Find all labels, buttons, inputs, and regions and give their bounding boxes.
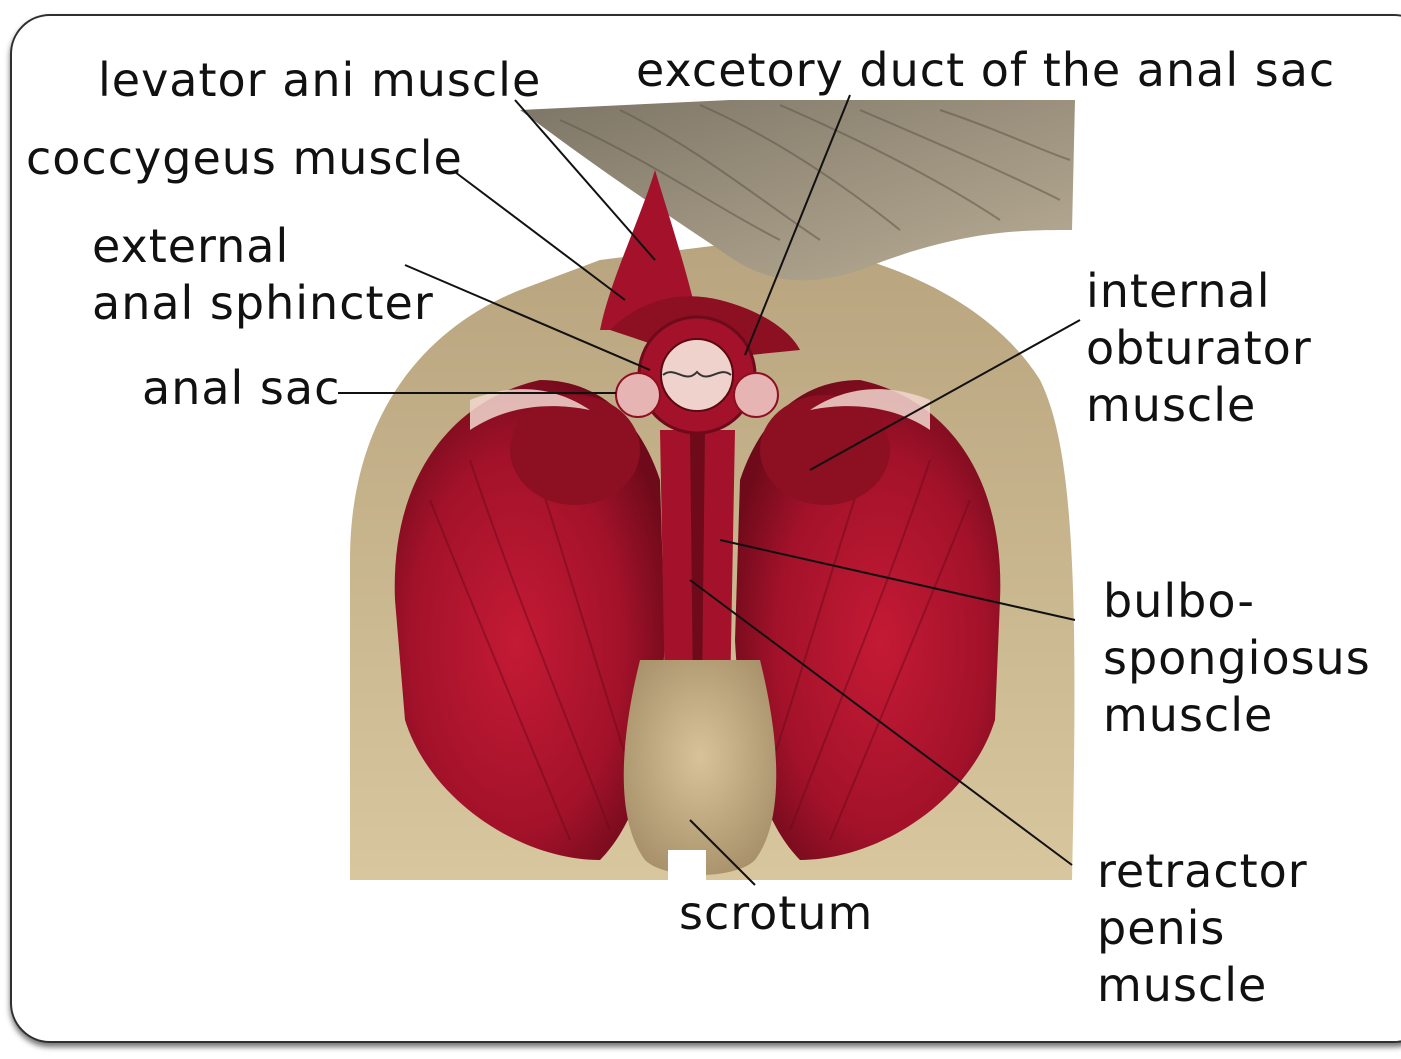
label-bulbospongiosus-line1: bulbo-	[1103, 573, 1255, 630]
label-internal-obturator-line2: obturator	[1086, 320, 1312, 377]
label-scrotum: scrotum	[679, 885, 873, 942]
anal-sac-right	[734, 373, 778, 417]
label-levator-ani: levator ani muscle	[98, 52, 541, 109]
label-external-sphincter-line2: anal sphincter	[92, 275, 434, 332]
label-internal-obturator-line1: internal	[1086, 263, 1271, 320]
label-internal-obturator-line3: muscle	[1086, 377, 1256, 434]
anal-sac-left	[616, 373, 660, 417]
label-retractor-penis-line2: penis	[1097, 900, 1225, 957]
label-retractor-penis-line3: muscle	[1097, 957, 1267, 1014]
label-bulbospongiosus-line2: spongiosus	[1103, 630, 1371, 687]
right-obturator	[760, 395, 890, 505]
anal-opening	[661, 339, 733, 411]
tail	[520, 100, 1075, 280]
label-bulbospongiosus-line3: muscle	[1103, 687, 1273, 744]
label-excretory-duct: excetory duct of the anal sac	[636, 42, 1335, 99]
label-anal-sac: anal sac	[142, 360, 340, 417]
left-obturator	[510, 395, 640, 505]
label-coccygeus: coccygeus muscle	[26, 130, 463, 187]
bottom-notch	[668, 850, 706, 882]
label-retractor-penis-line1: retractor	[1097, 843, 1308, 900]
scrotum-shape	[624, 660, 777, 875]
label-external-sphincter-line1: external	[92, 218, 289, 275]
